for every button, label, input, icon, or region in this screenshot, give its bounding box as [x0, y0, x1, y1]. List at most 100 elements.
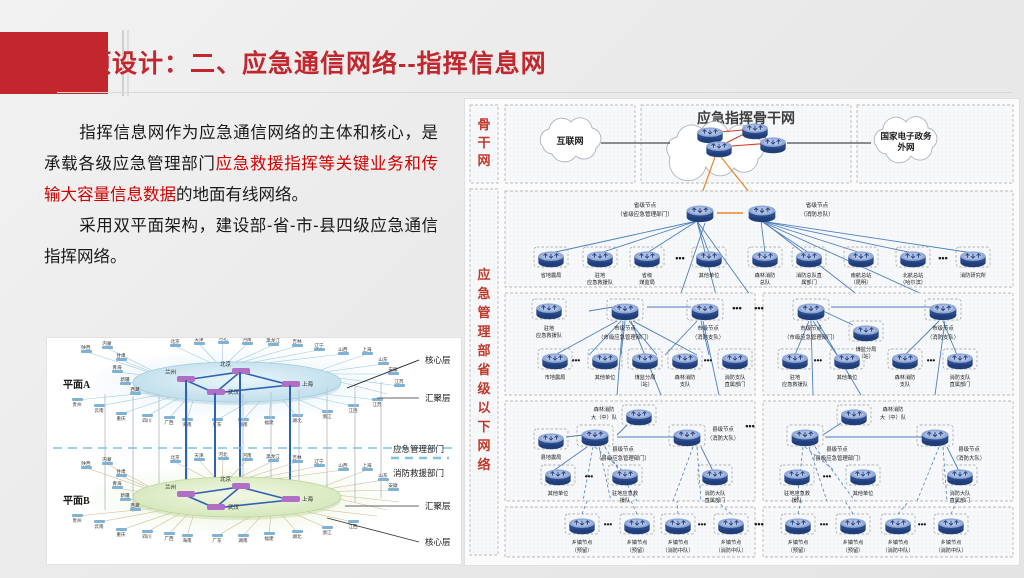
- header-divider-line-1: [122, 30, 124, 96]
- svg-text:海南: 海南: [182, 537, 192, 544]
- svg-text:森林消防: 森林消防: [755, 271, 776, 279]
- svg-text:浙江: 浙江: [322, 529, 332, 536]
- svg-text:四川: 四川: [142, 534, 152, 539]
- svg-text:县级节点: 县级节点: [612, 445, 634, 453]
- svg-text:河北: 河北: [218, 451, 228, 458]
- plane-b-label: 平面B: [63, 495, 90, 507]
- svg-text:乡镇节点: 乡镇节点: [572, 538, 593, 546]
- svg-text:北航总站: 北航总站: [903, 271, 924, 279]
- svg-text:（消防中队）: （消防中队）: [882, 546, 913, 554]
- svg-text:上海: 上海: [362, 462, 372, 469]
- svg-text:煤监分局: 煤监分局: [856, 345, 877, 353]
- svg-text:（县级应急管理部门）: （县级应急管理部门）: [810, 454, 864, 462]
- svg-text:乡镇节点: 乡镇节点: [788, 538, 809, 546]
- svg-text:（站）: （站）: [637, 380, 653, 388]
- router-province-emergency: [686, 205, 714, 223]
- svg-text:重庆: 重庆: [116, 415, 126, 422]
- svg-text:驻地: 驻地: [595, 271, 605, 279]
- router-backbone-3: [705, 140, 733, 158]
- svg-text:北京: 北京: [170, 454, 180, 461]
- svg-text:乡镇节点: 乡镇节点: [843, 538, 864, 546]
- svg-text:（消防中队）: （消防中队）: [715, 546, 746, 554]
- svg-text:•••: •••: [754, 519, 763, 529]
- svg-text:（预留）: （预留）: [572, 546, 593, 554]
- svg-text:陕西: 陕西: [81, 344, 91, 351]
- svg-text:县级节点: 县级节点: [958, 445, 980, 453]
- svg-text:甘肃: 甘肃: [116, 468, 126, 475]
- svg-text:县级节点: 县级节点: [712, 425, 734, 433]
- svg-text:市级节点: 市级节点: [697, 324, 719, 332]
- svg-text:煤监局: 煤监局: [639, 278, 655, 286]
- core-node-label: 北京: [220, 360, 232, 368]
- svg-text:四川: 四川: [142, 418, 152, 423]
- svg-text:级: 级: [477, 381, 491, 396]
- svg-text:属部门: 属部门: [801, 278, 817, 286]
- svg-text:下: 下: [477, 419, 490, 434]
- svg-text:省级: 省级: [642, 271, 652, 279]
- svg-text:应急救援队: 应急救援队: [782, 380, 809, 388]
- svg-text:贵州: 贵州: [72, 517, 82, 524]
- backbone-title: 应急指挥骨干网: [697, 110, 795, 126]
- svg-text:（市级应急管理部门）: （市级应急管理部门）: [598, 333, 652, 341]
- svg-text:（站）: （站）: [858, 352, 874, 360]
- command-information-network-diagram: 骨 干 网 应急管 理部省 级以下 网络 互联网 应急指挥骨干网: [464, 98, 1020, 566]
- svg-text:消防大队: 消防大队: [950, 489, 972, 497]
- svg-text:湖南: 湖南: [238, 537, 248, 544]
- svg-text:消防支队: 消防支队: [725, 373, 747, 381]
- svg-text:南航总站: 南航总站: [851, 271, 872, 279]
- annotation-core-layer-top: 核心层: [425, 355, 451, 365]
- svg-text:（消防支队）: （消防支队）: [692, 333, 724, 341]
- extranet-label-line1: 国家电子政务: [880, 131, 932, 141]
- svg-text:乡镇节点: 乡镇节点: [668, 538, 689, 546]
- header-divider-line-2: [127, 30, 129, 96]
- svg-text:黑龙江: 黑龙江: [266, 453, 280, 460]
- svg-text:•••: •••: [675, 253, 684, 263]
- svg-text:•••: •••: [918, 520, 927, 529]
- annotation-emergency-dept: 应急管理部门: [393, 444, 444, 454]
- paragraph-1: 指挥信息网作为应急通信网络的主体和核心，是承载各级应急管理部门应急救援指挥等关键…: [44, 118, 438, 211]
- svg-text:其他单位: 其他单位: [548, 489, 569, 497]
- svg-text:•••: •••: [927, 356, 936, 365]
- paragraph-1-part-b: 的地面有线网络。: [176, 186, 308, 204]
- svg-text:•••: •••: [698, 520, 707, 529]
- svg-text:•••: •••: [820, 520, 829, 529]
- svg-text:消防总队直: 消防总队直: [796, 271, 822, 279]
- svg-text:广东: 广东: [212, 537, 222, 544]
- svg-text:内蒙: 内蒙: [102, 340, 112, 347]
- svg-text:江苏: 江苏: [372, 401, 382, 408]
- svg-text:消防研究所: 消防研究所: [960, 271, 986, 279]
- svg-text:内蒙: 内蒙: [102, 456, 112, 463]
- svg-text:其他单位: 其他单位: [699, 271, 720, 279]
- svg-text:市级节点: 市级节点: [932, 324, 954, 332]
- svg-text:广西: 广西: [164, 535, 174, 542]
- svg-text:（消防大队）: （消防大队）: [953, 454, 985, 462]
- svg-text:森林消防: 森林消防: [883, 405, 904, 413]
- svg-text:•••: •••: [745, 421, 754, 431]
- svg-text:西藏: 西藏: [130, 502, 140, 509]
- svg-text:江苏: 江苏: [394, 378, 404, 385]
- annotation-aggregation-layer-top: 汇聚层: [425, 393, 451, 403]
- svg-text:乡镇节点: 乡镇节点: [888, 538, 909, 546]
- svg-text:大（中）队: 大（中）队: [880, 413, 907, 421]
- province-node-left-line2: （省级应急管理部门）: [617, 210, 673, 218]
- svg-text:北京: 北京: [170, 338, 180, 345]
- svg-text:部: 部: [477, 343, 490, 358]
- province-child-label: 省地震局: [541, 271, 562, 279]
- province-node-right-line2: （消防总队）: [800, 210, 834, 218]
- svg-text:江西: 江西: [348, 523, 358, 530]
- svg-text:（消防中队）: （消防中队）: [935, 546, 966, 554]
- annotation-aggregation-layer-bottom: 汇聚层: [425, 501, 451, 511]
- svg-text:（消防大队）: （消防大队）: [707, 434, 739, 442]
- svg-text:天津: 天津: [194, 338, 204, 343]
- svg-text:（县级应急管理部门）: （县级应急管理部门）: [596, 454, 650, 462]
- dual-plane-illustration: 兰州 北京 上海 武汉: [46, 337, 462, 565]
- router-backbone-4: [759, 136, 787, 154]
- province-node-left-line1: 省级节点: [634, 201, 657, 209]
- svg-text:（消防支队）: （消防支队）: [927, 333, 959, 341]
- svg-text:省: 省: [476, 362, 490, 377]
- svg-text:煤监分局: 煤监分局: [635, 373, 656, 381]
- svg-text:云南: 云南: [94, 523, 104, 530]
- svg-text:支队: 支队: [900, 380, 911, 388]
- router-backbone-1: [696, 126, 724, 144]
- svg-text:安徽: 安徽: [388, 482, 398, 489]
